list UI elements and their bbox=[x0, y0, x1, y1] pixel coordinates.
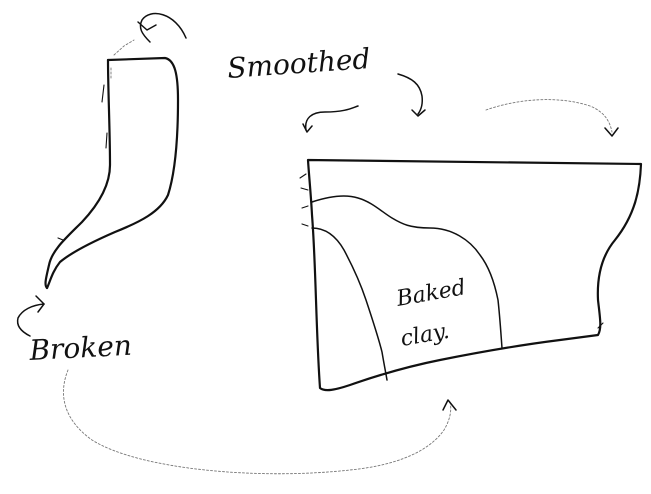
baked-clay-label-line-2: clay. bbox=[399, 319, 452, 352]
left-sherd-rim-marks bbox=[110, 39, 135, 81]
baked-clay-label-line-1: Baked bbox=[394, 275, 468, 312]
right-sherd-inner-lines bbox=[300, 187, 604, 381]
broken-to-sherd-arc bbox=[63, 369, 457, 475]
right-sherd-outline bbox=[306, 158, 643, 392]
baked-clay-label: Baked clay. bbox=[394, 275, 468, 352]
broken-bracket bbox=[16, 295, 45, 337]
smoothed-brace bbox=[302, 73, 619, 137]
left-sherd-profile bbox=[44, 56, 180, 290]
smoothed-label: Smoothed bbox=[226, 42, 371, 85]
broken-label: Broken bbox=[28, 329, 133, 367]
right-sherd-edge-marks bbox=[299, 173, 309, 209]
arrow-left-sherd-to-label bbox=[137, 12, 187, 43]
